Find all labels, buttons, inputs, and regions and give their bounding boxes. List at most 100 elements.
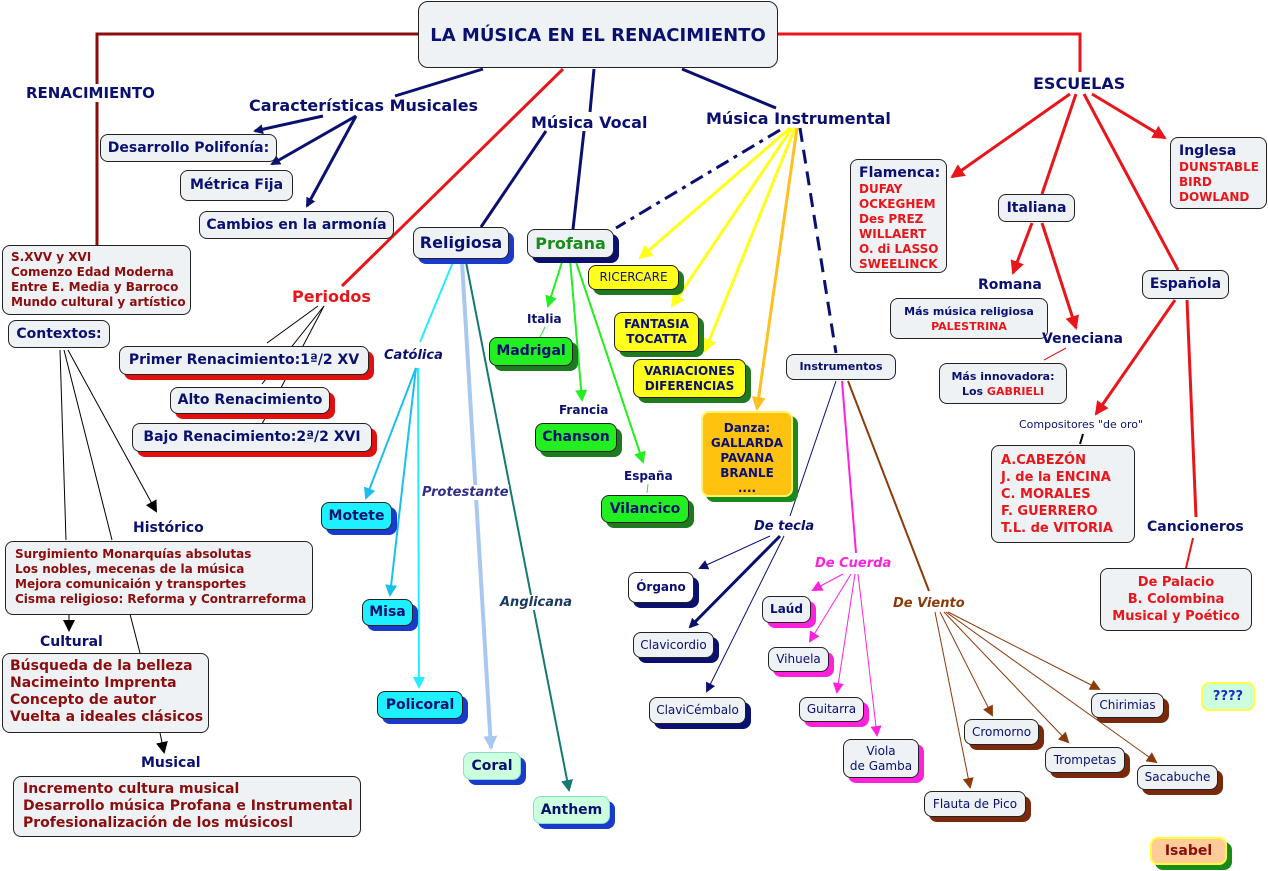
link-car-metrica <box>270 114 357 166</box>
link-italia-madrigal <box>539 326 546 338</box>
link-espana-vilancico <box>646 483 649 494</box>
link-viento-flauta <box>934 611 974 789</box>
religiosa-node[interactable]: Religiosa <box>413 227 509 259</box>
veneciana-prefix: Los <box>961 385 984 398</box>
guitarra-node[interactable]: Guitarra <box>799 697 864 722</box>
pavana-line: PAVANA <box>720 451 774 465</box>
ricercare-node[interactable]: RICERCARE <box>588 265 679 290</box>
sacabuche-node[interactable]: Sacabuche <box>1137 765 1218 790</box>
link-per-1 <box>266 305 319 344</box>
composer: DUNSTABLE <box>1179 160 1259 174</box>
summary-line: S.XVV y XVI <box>11 250 92 264</box>
link-ctx-cultural <box>59 349 67 541</box>
cancioneros-label: Cancioneros <box>1147 519 1244 535</box>
vihuela-node[interactable]: Vihuela <box>768 647 829 672</box>
coral-node[interactable]: Coral <box>463 752 521 780</box>
renacimiento-label: RENACIMIENTO <box>24 84 157 102</box>
link-car-armonia <box>305 115 358 208</box>
link-cuerda-guitarra <box>832 573 856 694</box>
italiana-node[interactable]: Italiana <box>998 194 1075 222</box>
chanson-node[interactable]: Chanson <box>535 423 617 452</box>
fantasia-node[interactable]: FANTASIA TOCATTA <box>614 312 699 352</box>
organo-node[interactable]: Órgano <box>628 572 694 603</box>
composer: DUFAY <box>859 182 903 196</box>
musical-item: Desarrollo música Profana e Instrumental <box>23 798 353 814</box>
historico-node[interactable]: Surgimiento Monarquías absolutas Los nob… <box>5 541 313 615</box>
link-esc-espanola <box>1082 93 1180 271</box>
composer: WILLAERT <box>859 227 927 241</box>
romana-label: Romana <box>978 277 1042 293</box>
renacimiento-summary-node[interactable]: S.XVV y XVI Comenzo Edad Moderna Entre E… <box>2 245 191 315</box>
motete-node[interactable]: Motete <box>321 502 392 530</box>
musical-item: Incremento cultura musical <box>23 781 240 797</box>
polifonia-node[interactable]: Desarrollo Polifonía: <box>100 134 277 162</box>
espana-label: España <box>624 469 673 483</box>
variaciones-node[interactable]: VARIACIONES DIFERENCIAS <box>633 359 746 398</box>
periodo-primer-node[interactable]: Primer Renacimiento:1ª/2 XV <box>119 346 369 375</box>
periodo-bajo-node[interactable]: Bajo Renacimiento:2ª/2 XVI <box>132 423 372 452</box>
link-root-escuelas <box>778 32 1082 72</box>
periodo-alto-node[interactable]: Alto Renacimiento <box>170 387 330 414</box>
flamenca-node[interactable]: Flamenca: DUFAY OCKEGHEM Des PREZ WILLAE… <box>850 159 947 273</box>
cultural-label: Cultural <box>40 634 103 650</box>
flamenca-title: Flamenca: <box>859 165 941 181</box>
contextos-node[interactable]: Contextos: <box>8 320 110 348</box>
composer: BIRD <box>1179 175 1212 189</box>
metrica-node[interactable]: Métrica Fija <box>180 170 293 201</box>
armonia-node[interactable]: Cambios en la armonía <box>199 211 394 239</box>
link-rel-catolica <box>419 261 454 343</box>
trompetas-node[interactable]: Trompetas <box>1045 747 1125 773</box>
link-esc-italiana <box>1040 93 1078 195</box>
laud-node[interactable]: Laúd <box>762 596 811 623</box>
link-viento-cromorno <box>939 611 993 717</box>
policoral-node[interactable]: Policoral <box>377 691 463 719</box>
viento-label: De Viento <box>893 596 965 611</box>
cromorno-node[interactable]: Cromorno <box>964 719 1039 745</box>
danza-node[interactable]: Danza: GALLARDA PAVANA BRANLE .... <box>701 411 793 497</box>
chirimias-node[interactable]: Chirimias <box>1091 693 1164 718</box>
flauta-node[interactable]: Flauta de Pico <box>924 791 1026 817</box>
composer: Des PREZ <box>859 212 924 226</box>
link-cuerda-vihuela <box>808 573 852 643</box>
link-ctx-musical-2 <box>129 613 141 654</box>
author-node[interactable]: Isabel <box>1150 837 1227 865</box>
periodos-label: Periodos <box>292 287 371 306</box>
cancionero: Musical y Poético <box>1112 609 1240 624</box>
vilancico-node[interactable]: Vilancico <box>601 495 689 523</box>
link-vocal-religiosa <box>479 130 548 228</box>
link-viento-sacabuche <box>945 611 1158 764</box>
inglesa-node[interactable]: Inglesa DUNSTABLE BIRD DOWLAND <box>1170 137 1267 209</box>
viola-gamba-node[interactable]: Viola de Gamba <box>843 739 919 778</box>
link-prof-francia <box>569 258 588 402</box>
anthem-node[interactable]: Anthem <box>533 796 610 824</box>
protestante-label: Protestante <box>422 485 509 500</box>
link-canc-list <box>1185 537 1194 569</box>
link-viento-trompetas <box>943 611 1070 744</box>
instrumentos-node[interactable]: Instrumentos <box>786 354 896 380</box>
link-cat-motete <box>363 367 417 500</box>
profana-node[interactable]: Profana <box>527 229 614 258</box>
clavicembalo-node[interactable]: ClaviCémbalo <box>649 697 746 724</box>
vocal-label: Música Vocal <box>531 113 648 132</box>
question-node[interactable]: ???? <box>1201 682 1255 711</box>
compositores-oro-node[interactable]: A.CABEZÓN J. de la ENCINA C. MORALES F. … <box>991 445 1135 543</box>
summary-line: Comenzo Edad Moderna <box>11 265 174 279</box>
cultural-node[interactable]: Búsqueda de la belleza Nacimeinto Impren… <box>2 653 209 733</box>
link-instr-fantasia <box>670 127 794 308</box>
link-esp-cancioneros <box>1185 299 1198 518</box>
misa-node[interactable]: Misa <box>362 599 413 626</box>
cancioneros-node[interactable]: De Palacio B. Colombina Musical y Poétic… <box>1100 568 1252 631</box>
root-title-node[interactable]: LA MÚSICA EN EL RENACIMIENTO <box>418 1 778 68</box>
veneciana-desc-node[interactable]: Más innovadora: Los GABRIELI <box>939 363 1067 404</box>
link-viento-chirimias <box>947 611 1101 690</box>
madrigal-node[interactable]: Madrigal <box>489 337 573 366</box>
clavicordio-node[interactable]: Clavicordio <box>633 632 714 658</box>
tocatta-line: TOCATTA <box>626 332 687 346</box>
link-prof-espana <box>574 258 646 464</box>
veneciana-label: Veneciana <box>1042 331 1123 347</box>
composer: J. de la ENCINA <box>1001 470 1111 485</box>
romana-desc-node[interactable]: Más música religiosa PALESTRINA <box>890 298 1048 339</box>
espanola-node[interactable]: Española <box>1142 270 1229 299</box>
composer: DOWLAND <box>1179 190 1250 204</box>
musical-node[interactable]: Incremento cultura musical Desarrollo mú… <box>13 776 361 837</box>
